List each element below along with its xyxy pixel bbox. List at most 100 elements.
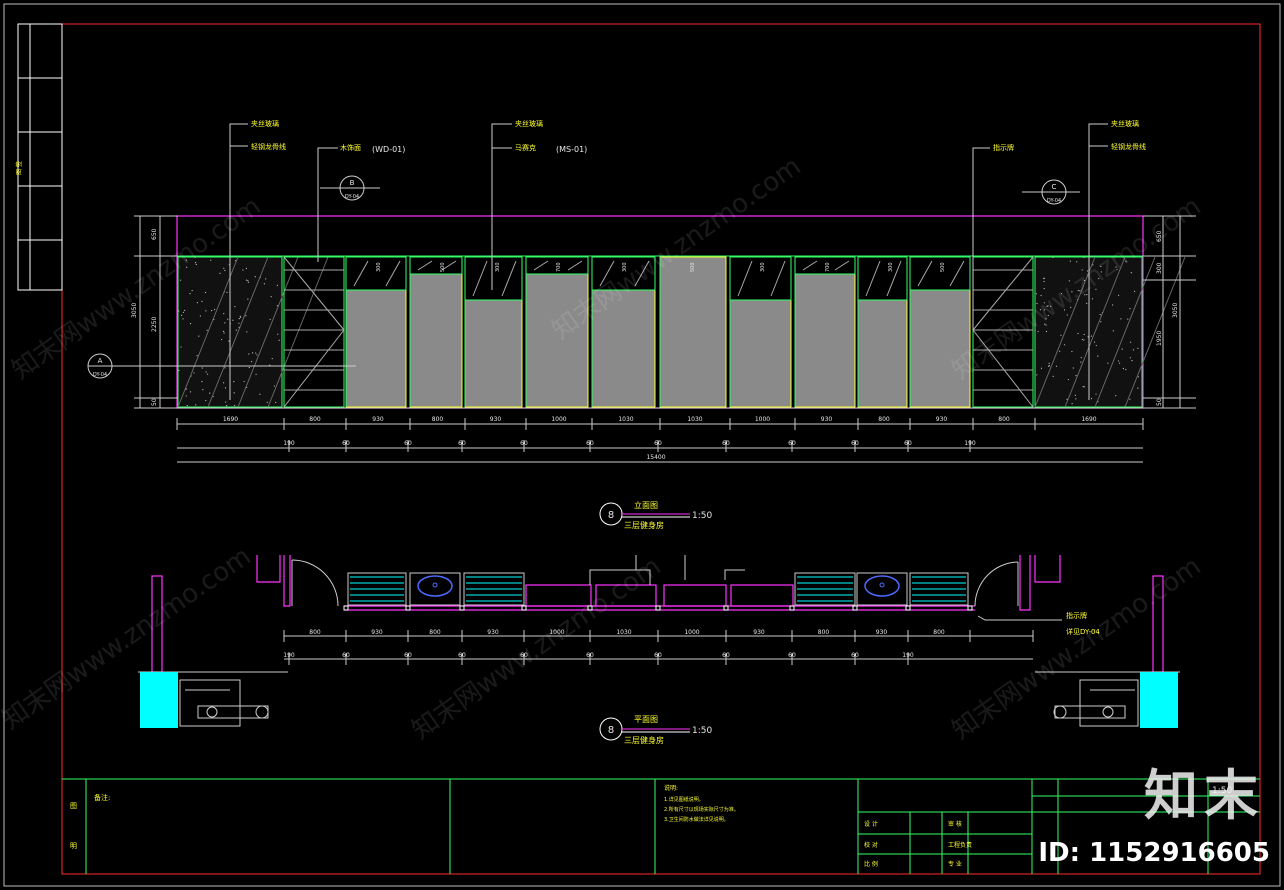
- stone-dot: [277, 333, 279, 335]
- door-zone-left: [283, 256, 345, 408]
- stone-dot: [1130, 341, 1132, 343]
- stone-dot: [205, 399, 207, 402]
- tb-notes-label: 备注:: [94, 793, 110, 802]
- stone-dot: [276, 284, 278, 286]
- tb-grid-4: 工程负责: [948, 841, 972, 849]
- glass-hatch: [770, 260, 786, 297]
- glass-hatch: [834, 260, 850, 271]
- stone-dot: [202, 389, 204, 391]
- dim-label: 60: [342, 440, 350, 447]
- glass-hatch: [417, 260, 433, 271]
- stone-dot: [1060, 334, 1062, 336]
- tb-grid-2: 审 核: [948, 820, 962, 828]
- stone-dot: [1048, 362, 1050, 364]
- stone-hatch: [1034, 256, 1096, 408]
- stone-dot: [1043, 302, 1046, 304]
- svg-text:三层健身房: 三层健身房: [624, 520, 664, 530]
- right-dim-2: 300: [1156, 262, 1163, 274]
- tb-left-char-2: 明: [70, 842, 77, 850]
- dim-label: 1000: [551, 416, 566, 423]
- stone-dot: [275, 401, 277, 404]
- tb-note-3: 3.卫生间防水做法详见说明。: [664, 816, 729, 823]
- stone-dot: [1079, 290, 1081, 292]
- stone-dot: [1131, 360, 1133, 362]
- dim-label: 60: [722, 652, 730, 659]
- stone-hatch: [237, 256, 299, 408]
- tb-grid-3: 校 对: [864, 841, 878, 849]
- stone-dot: [206, 329, 208, 331]
- plan-sign-ref: 详见DY-04: [1066, 627, 1100, 636]
- stone-dot: [1116, 268, 1118, 271]
- stone-dot: [1081, 269, 1083, 271]
- right-dim-3: 1950: [1156, 331, 1163, 346]
- stone-dot: [243, 380, 245, 383]
- stone-dot: [265, 278, 267, 280]
- glass-hatch: [886, 260, 902, 297]
- glass-hatch: [567, 260, 583, 271]
- stone-dot: [1112, 330, 1114, 332]
- dim-label: 190: [283, 652, 295, 659]
- post: [459, 605, 465, 611]
- stone-dot: [1086, 302, 1088, 304]
- stone-dot: [1100, 265, 1102, 268]
- glass-hatch: [949, 260, 965, 287]
- dim-label: 60: [404, 440, 412, 447]
- panel-mark: 500: [440, 262, 446, 272]
- glass-hatch: [472, 260, 488, 297]
- stone-hatch: [177, 256, 239, 408]
- stone-hatch: [207, 256, 269, 408]
- stone-dot: [1097, 355, 1099, 357]
- glass-hatch: [802, 260, 818, 271]
- stone-dot: [1052, 375, 1054, 377]
- stone-dot: [1137, 387, 1139, 389]
- stone-dot: [204, 291, 207, 294]
- stone-dot: [1099, 314, 1101, 316]
- stone-dot: [224, 322, 226, 324]
- stone-dot: [248, 353, 250, 355]
- stone-dot: [242, 269, 244, 271]
- label-top-left-1: 夹丝玻璃: [251, 119, 279, 128]
- stone-dot: [245, 315, 247, 317]
- tb-left-char-1: 图: [70, 802, 77, 810]
- post: [405, 605, 411, 611]
- plan-title: 8 平面图 1:50 三层健身房: [599, 715, 712, 745]
- stone-dot: [1137, 376, 1139, 378]
- stone-dot: [247, 280, 249, 282]
- stone-dot: [1037, 330, 1039, 333]
- stone-dot: [1121, 348, 1123, 350]
- stone-dot: [1048, 364, 1050, 367]
- stone-dot: [193, 372, 195, 374]
- glass-hatch: [634, 260, 650, 287]
- stone-dot: [1075, 398, 1077, 400]
- fixture-left: [138, 671, 288, 728]
- panel-mark: 300: [495, 262, 501, 272]
- dim-label: 800: [933, 629, 945, 636]
- stone-dot: [256, 354, 258, 356]
- stone-dot: [1132, 349, 1135, 351]
- stone-dot: [255, 373, 257, 375]
- stone-dot: [1063, 344, 1066, 346]
- dim-label: 800: [818, 629, 830, 636]
- svg-text:8: 8: [608, 725, 614, 736]
- stone-dot: [1036, 374, 1038, 376]
- stone-dot: [213, 308, 216, 311]
- stone-dot: [1080, 356, 1082, 359]
- stone-dot: [191, 289, 193, 292]
- label-top-left-2: 轻钢龙骨线: [251, 142, 286, 151]
- stone-dot: [1083, 279, 1086, 282]
- dim-label: 60: [520, 652, 528, 659]
- stone-dot: [186, 404, 188, 407]
- dim-label: 930: [821, 416, 833, 423]
- label-top-right-2: 轻钢龙骨线: [1111, 142, 1146, 151]
- stone-dot: [189, 391, 192, 393]
- dim-label: 930: [753, 629, 765, 636]
- partition-panel: [729, 299, 792, 408]
- stone-dot: [196, 302, 198, 304]
- side-strip: 图 签: [15, 23, 63, 291]
- stone-dot: [182, 318, 184, 320]
- stone-dot: [211, 310, 213, 312]
- stone-dot: [1036, 302, 1038, 305]
- stone-dot: [1055, 365, 1058, 367]
- marker-c: C DY-04: [1022, 179, 1080, 205]
- stone-dot: [1093, 341, 1096, 343]
